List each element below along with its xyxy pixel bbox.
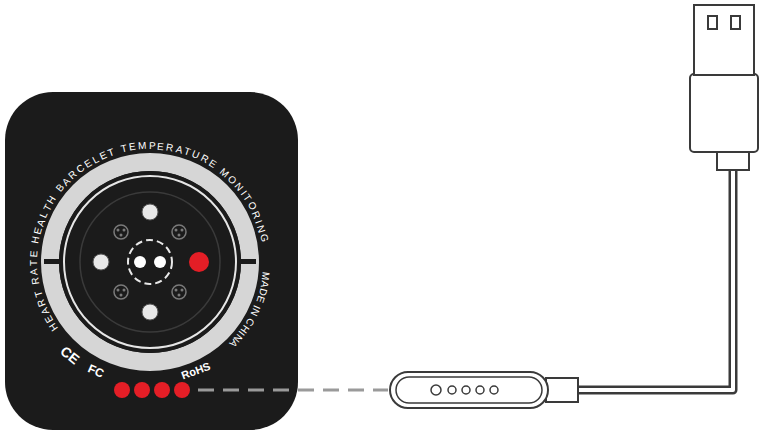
charging-pin bbox=[114, 382, 130, 398]
center-led bbox=[134, 256, 146, 268]
charger-pin bbox=[431, 385, 441, 395]
charger-pins bbox=[431, 385, 498, 395]
charger-pin bbox=[476, 386, 484, 394]
charger-pin bbox=[490, 386, 498, 394]
usb-body bbox=[690, 74, 758, 152]
sensor-inner-ring bbox=[80, 192, 220, 332]
light-sensor bbox=[93, 254, 109, 270]
fcc-mark: FC bbox=[86, 362, 105, 379]
light-sensor bbox=[142, 304, 158, 320]
usb-hole bbox=[731, 16, 740, 29]
cable-core bbox=[576, 166, 733, 390]
rohs-mark: RoHS bbox=[180, 361, 212, 382]
center-dashed-ring bbox=[128, 240, 172, 284]
usb-metal-shell bbox=[694, 5, 754, 75]
temperature-sensor bbox=[189, 252, 209, 272]
usb-hole bbox=[708, 16, 717, 29]
charger-pin bbox=[462, 386, 470, 394]
light-sensor bbox=[142, 204, 158, 220]
light-sensors bbox=[93, 204, 158, 320]
sensor-cell bbox=[114, 225, 128, 239]
sensor-cells bbox=[114, 225, 186, 299]
sensor-cell bbox=[172, 285, 186, 299]
charging-pin bbox=[174, 382, 190, 398]
sensor-cell bbox=[114, 285, 128, 299]
watch-body bbox=[5, 92, 298, 430]
charging-pins bbox=[114, 382, 190, 398]
charger-pin bbox=[448, 386, 456, 394]
center-led bbox=[154, 256, 166, 268]
cable-outline bbox=[576, 166, 733, 390]
sensor-disc bbox=[59, 171, 241, 353]
charger-neck bbox=[546, 378, 578, 402]
charging-pin bbox=[134, 382, 150, 398]
charger-head bbox=[390, 372, 548, 408]
sensor-disc-edge bbox=[64, 176, 236, 348]
charger-face bbox=[396, 377, 542, 403]
sensor-cell bbox=[172, 225, 186, 239]
charging-pin bbox=[154, 382, 170, 398]
sensor-cell-dots bbox=[117, 229, 184, 297]
sensor-ring bbox=[50, 162, 250, 362]
ce-mark: CE bbox=[58, 343, 82, 366]
alignment-line bbox=[198, 389, 388, 392]
